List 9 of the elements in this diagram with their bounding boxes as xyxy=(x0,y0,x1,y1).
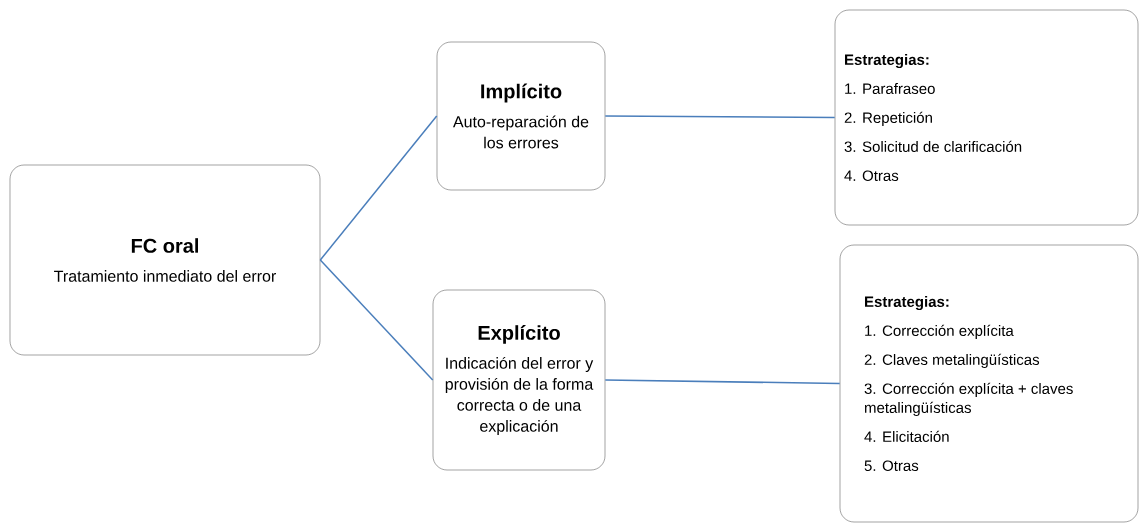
rounded-box: Implícito Auto-reparación de los errores xyxy=(436,41,606,191)
connector-line xyxy=(319,115,438,261)
connector-line xyxy=(319,259,434,381)
rounded-box: Estrategias: 1. Corrección explícita 2. Claves metalingüísticas 3. Corrección explícita + claves metalingüísticas 4. Elicitación 5. Otras xyxy=(839,244,1139,523)
connector-line xyxy=(604,379,841,385)
connector-line xyxy=(604,115,836,119)
rounded-box: FC oral Tratamiento inmediato del error xyxy=(9,164,321,356)
rounded-box: Explícito Indicación del error y provisión de la forma correcta o de una explicación xyxy=(432,289,606,471)
rounded-box: Estrategias: 1. Parafraseo 2. Repetición 3. Solicitud de clarificación 4. Otras xyxy=(834,9,1139,226)
